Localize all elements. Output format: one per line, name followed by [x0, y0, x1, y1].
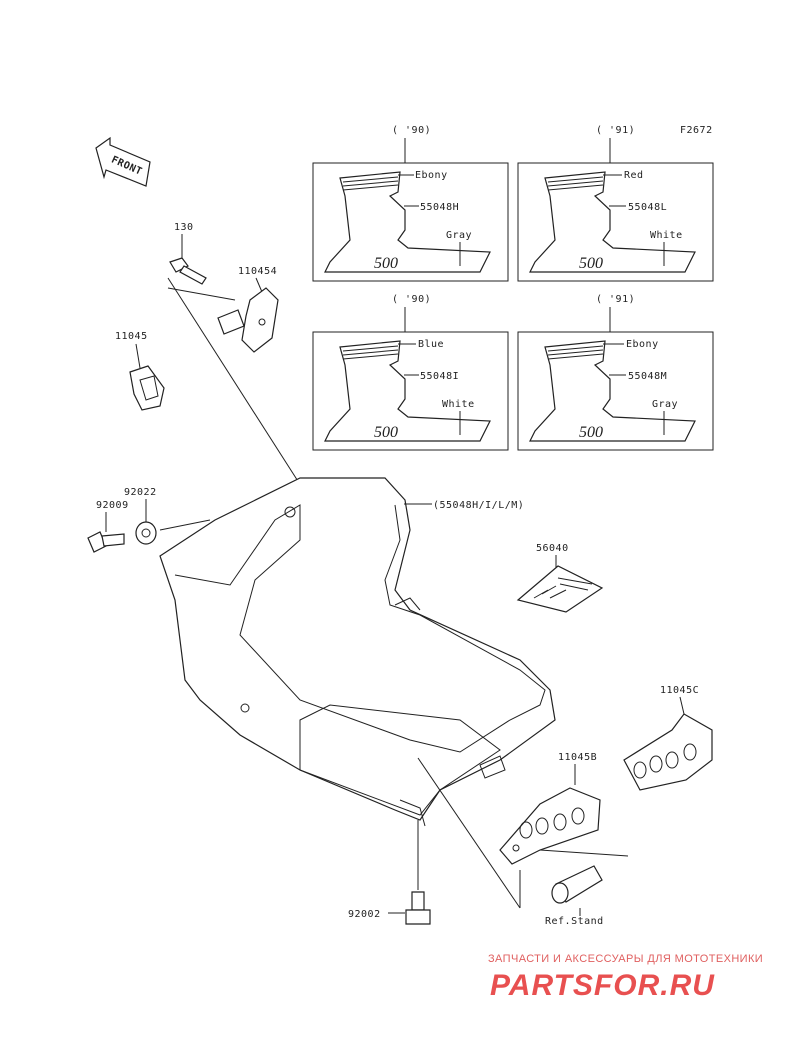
decal-year: ( '90) — [392, 294, 431, 305]
callout-11045: 11045 — [115, 331, 148, 342]
decal-box-3: ( '90) 500 Blue 55048I White — [312, 294, 509, 451]
callout-11045B: 11045B — [558, 752, 597, 763]
front-arrow-icon: FRONT — [95, 136, 151, 187]
stand-bolt-icon — [551, 865, 603, 904]
decal-top-color: Blue — [418, 339, 444, 350]
decal-top-color: Ebony — [415, 170, 448, 181]
decal-box-4: ( '91) 500 Ebony 55048M Gray — [517, 294, 714, 451]
decal-bottom-color: White — [650, 230, 683, 241]
decal-shape — [324, 340, 491, 442]
decal-shape — [529, 340, 696, 442]
decal-box-2: ( '91) 500 Red 55048L White — [517, 125, 714, 282]
decal-year: ( '91) — [596, 294, 635, 305]
svg-text:500: 500 — [579, 424, 603, 441]
bolt-92009-icon — [87, 531, 125, 553]
decal-shape — [529, 171, 696, 273]
bracket-11045b-icon — [499, 787, 601, 865]
callout-130: 130 — [174, 222, 194, 233]
callout-11045C: 11045C — [660, 685, 699, 696]
decal-year: ( '91) — [596, 125, 635, 136]
decal-bottom-color: Gray — [652, 399, 678, 410]
callout-56040: 56040 — [536, 543, 569, 554]
bolt-92002-icon — [405, 891, 431, 925]
decal-part-number: 55048I — [420, 371, 459, 382]
watermark-logo: PARTSFOR.RU — [490, 969, 715, 1002]
decal-bottom-color: Gray — [446, 230, 472, 241]
svg-text:500: 500 — [374, 424, 398, 441]
callout-92009: 92009 — [96, 500, 129, 511]
decal-part-number: 55048L — [628, 202, 667, 213]
callout-92002: 92002 — [348, 909, 381, 920]
bracket-11045c-icon — [623, 713, 713, 791]
ref-stand-label: Ref.Stand — [545, 916, 604, 927]
decal-top-color: Ebony — [626, 339, 659, 350]
caution-label-icon — [516, 565, 604, 613]
decal-top-color: Red — [624, 170, 644, 181]
svg-text:500: 500 — [374, 255, 398, 272]
decal-shape — [324, 171, 491, 273]
figure-code: F2672 — [680, 125, 713, 136]
decal-box-1: ( '90) 500 Ebony 55048H Gray — [312, 125, 509, 282]
decal-part-number: 55048H — [420, 202, 459, 213]
watermark-tagline: ЗАПЧАСТИ И АКСЕССУАРЫ ДЛЯ МОТОТЕХНИКИ — [488, 953, 763, 965]
decal-bottom-color: White — [442, 399, 475, 410]
washer-92022-icon — [135, 521, 157, 545]
lower-cowl-icon — [159, 477, 556, 827]
bolt-130-icon: 130 — [169, 222, 207, 285]
callout-110454: 110454 — [238, 266, 277, 277]
callout-92022: 92022 — [124, 487, 157, 498]
svg-text:500: 500 — [579, 255, 603, 272]
decal-part-number: 55048M — [628, 371, 667, 382]
bracket-110454-icon: 110454 — [217, 266, 279, 353]
decal-year: ( '90) — [392, 125, 431, 136]
callout-55048: (55048H/I/L/M) — [433, 500, 524, 511]
clip-11045-icon: 11045 — [115, 331, 165, 411]
